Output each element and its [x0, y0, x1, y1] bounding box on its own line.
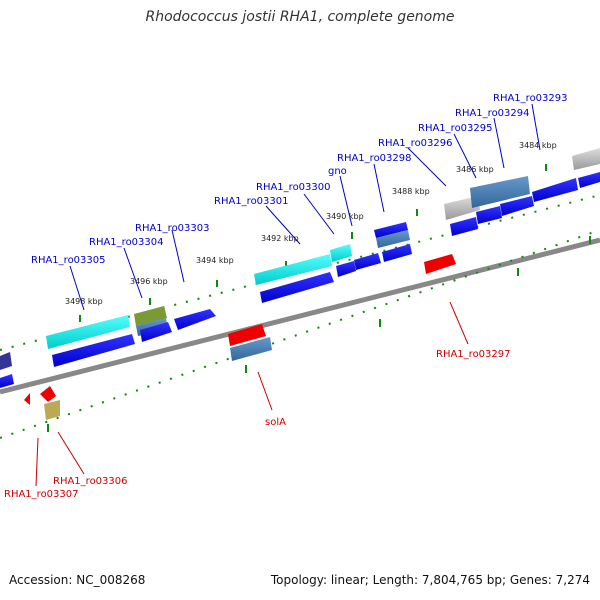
gene-arrow[interactable] [0, 374, 14, 388]
gene-arrow[interactable] [444, 196, 480, 220]
gene-arrow[interactable] [578, 172, 600, 188]
gene-label[interactable]: RHA1_ro03300 [256, 182, 331, 193]
forward-gene-track[interactable] [0, 148, 600, 388]
gene-arrow[interactable] [40, 386, 56, 402]
gene-arrow[interactable] [354, 253, 381, 270]
gene-arrow[interactable] [336, 261, 356, 277]
gene-arrow[interactable] [46, 315, 130, 349]
gene-label[interactable]: RHA1_ro03304 [89, 237, 164, 248]
scale-label: 3486 kbp [456, 165, 494, 174]
gene-label[interactable]: RHA1_ro03298 [337, 153, 412, 164]
gene-label[interactable]: RHA1_ro03294 [455, 108, 530, 119]
scale-label: 3496 kbp [130, 277, 168, 286]
gene-arrow[interactable] [140, 322, 172, 342]
gene-arrow[interactable] [0, 352, 12, 370]
gene-label[interactable]: RHA1_ro03305 [31, 255, 106, 266]
gene-arrow[interactable] [374, 222, 408, 238]
gene-arrow[interactable] [228, 324, 266, 346]
gene-label[interactable]: RHA1_ro03296 [378, 138, 453, 149]
gene-label[interactable]: RHA1_ro03295 [418, 123, 493, 134]
gene-arrow[interactable] [476, 206, 502, 224]
gene-arrow[interactable] [52, 334, 135, 367]
gene-arrow[interactable] [24, 393, 30, 405]
gene-arrow[interactable] [230, 337, 272, 361]
gene-label[interactable]: RHA1_ro03297 [436, 349, 511, 360]
genome-stats-text: Topology: linear; Length: 7,804,765 bp; … [270, 573, 590, 587]
scale-label: 3498 kbp [65, 297, 103, 306]
gene-arrow[interactable] [174, 309, 216, 330]
gene-arrow[interactable] [254, 254, 332, 285]
gene-label[interactable]: RHA1_ro03293 [493, 93, 568, 104]
gene-label[interactable]: RHA1_ro03306 [53, 476, 128, 487]
gene-arrow[interactable] [260, 272, 334, 303]
gene-arrow[interactable] [330, 244, 352, 262]
gene-arrow[interactable] [376, 230, 410, 248]
scale-track-top [0, 194, 600, 351]
scale-label: 3492 kbp [261, 234, 299, 243]
gene-label[interactable]: solA [265, 417, 286, 428]
gene-arrow[interactable] [450, 217, 478, 236]
scale-label: 3488 kbp [392, 187, 430, 196]
scale-track-bottom [0, 229, 600, 439]
gene-arrow[interactable] [500, 196, 534, 216]
callout-lines [35, 103, 541, 487]
gene-label[interactable]: gno [328, 166, 347, 177]
gene-label[interactable]: RHA1_ro03301 [214, 196, 289, 207]
accession-text: Accession: NC_008268 [9, 573, 146, 587]
gene-label[interactable]: RHA1_ro03303 [135, 223, 210, 234]
gene-arrow[interactable] [572, 148, 600, 170]
reverse-gene-track[interactable] [24, 254, 456, 420]
gene-arrow[interactable] [134, 306, 167, 326]
gene-arrow[interactable] [424, 254, 456, 274]
map-title: Rhodococcus jostii RHA1, complete genome [145, 9, 455, 25]
gene-arrow[interactable] [470, 176, 530, 208]
scale-label: 3490 kbp [326, 212, 364, 221]
gene-arrow[interactable] [532, 178, 578, 202]
scale-label: 3494 kbp [196, 256, 234, 265]
scale-label: 3484 kbp [519, 141, 557, 150]
gene-arrow[interactable] [382, 244, 412, 262]
gene-arrow[interactable] [44, 400, 60, 420]
gene-label[interactable]: RHA1_ro03307 [4, 489, 79, 500]
